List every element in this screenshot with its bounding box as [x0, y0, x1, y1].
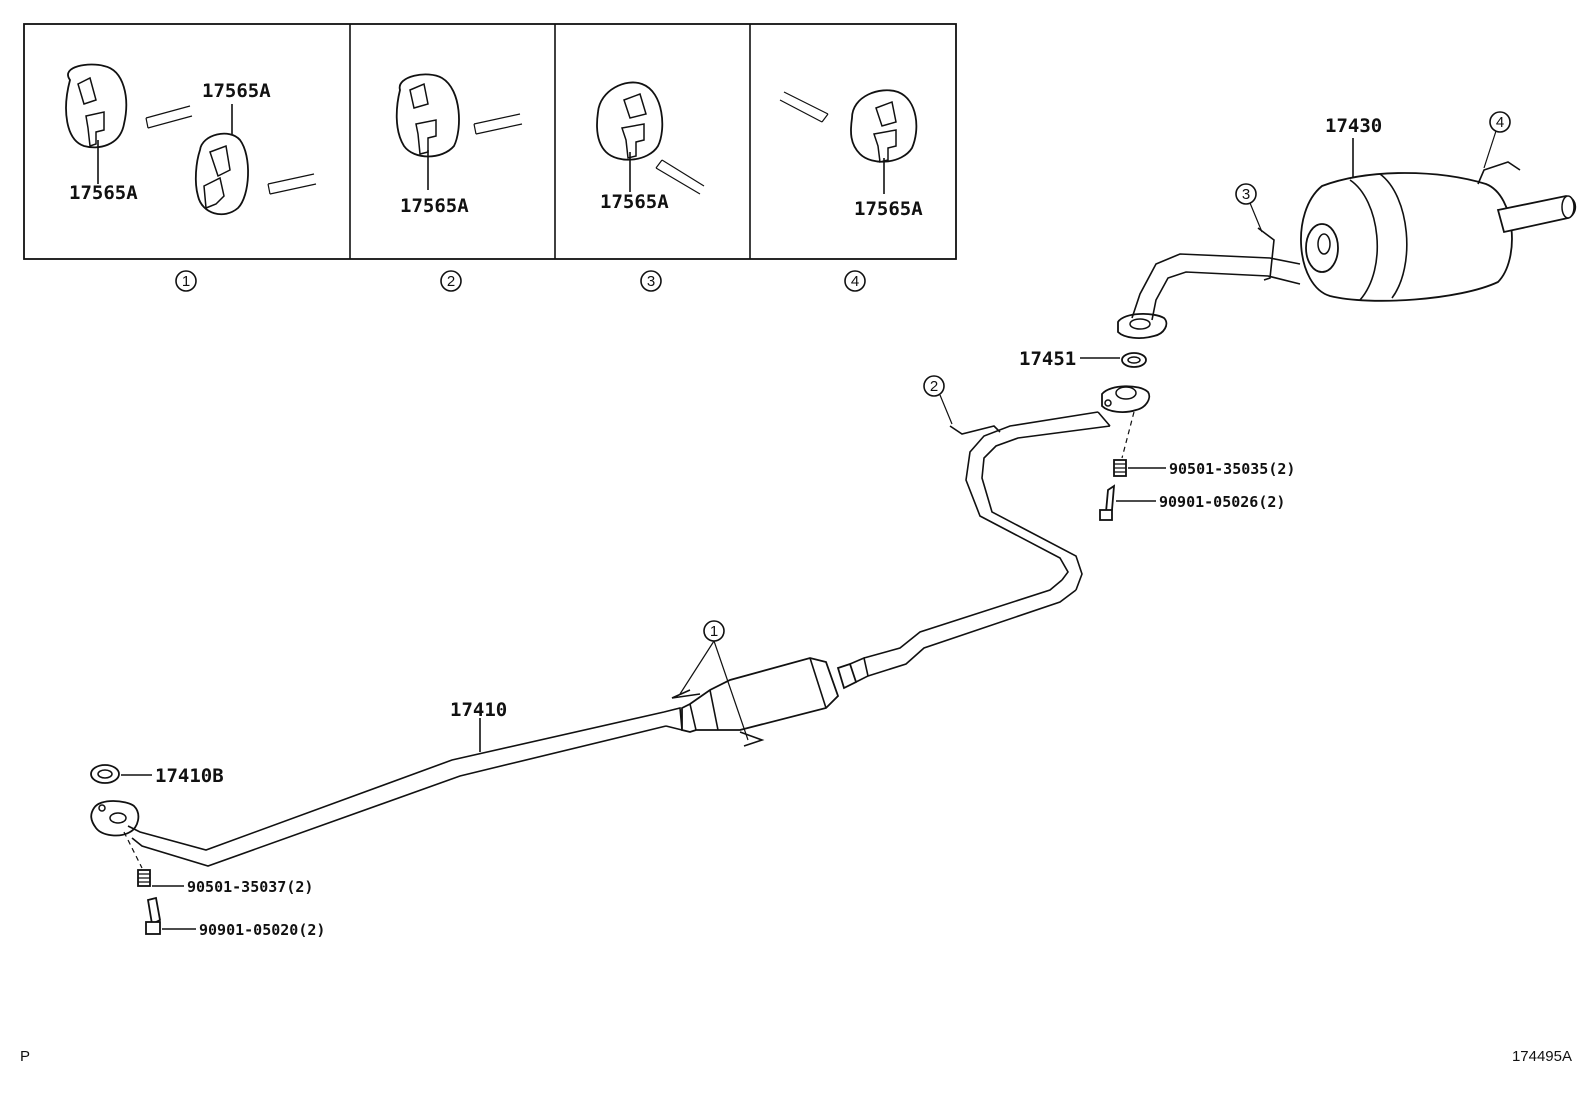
callout-2: 2 [923, 375, 953, 425]
rubber-hanger-icon [395, 73, 460, 158]
svg-text:2: 2 [447, 273, 455, 290]
center-pipe-flange [1101, 385, 1151, 413]
part-number-17430: 17430 [1325, 115, 1382, 137]
hanger-panel-2: 17565A [395, 73, 523, 217]
hanger-bracket-1 [671, 689, 765, 747]
rear-bolt [1099, 484, 1116, 521]
rear-gasket [1121, 352, 1147, 368]
svg-text:3: 3 [1242, 186, 1250, 203]
rear-spring [1113, 459, 1127, 477]
rubber-hanger-icon [65, 63, 128, 149]
hanger-panel-4: 17565A [779, 89, 923, 220]
part-number-17565A: 17565A [600, 191, 669, 213]
svg-text:4: 4 [1496, 114, 1504, 131]
illustration-number: 174495A [1512, 1048, 1572, 1065]
part-number-17410B: 17410B [155, 765, 224, 787]
part-number-17410: 17410 [450, 699, 507, 721]
panel-callout-4: 4 [844, 270, 866, 292]
panel-callout-3: 3 [640, 270, 662, 292]
tail-pipe [1117, 253, 1301, 339]
rubber-hanger-icon [194, 132, 249, 216]
svg-text:4: 4 [851, 273, 859, 290]
hanger-panel-1: 17565A 17565A [65, 63, 317, 216]
front-spring [137, 869, 151, 887]
hanger-inset-panel [23, 23, 957, 260]
part-number-17565A: 17565A [400, 195, 469, 217]
part-number-17565A: 17565A [69, 182, 138, 204]
part-number-17451: 17451 [1019, 348, 1076, 370]
part-number-90901-05026: 90901-05026(2) [1159, 493, 1285, 511]
front-exhaust-pipe [90, 706, 683, 867]
panel-callout-2: 2 [440, 270, 462, 292]
hanger-panel-3: 17565A [596, 81, 705, 213]
svg-text:3: 3 [647, 273, 655, 290]
panel-callout-1: 1 [175, 270, 197, 292]
hanger-bracket-2 [949, 425, 1001, 435]
svg-text:1: 1 [710, 623, 718, 640]
footer-left-code: P [20, 1048, 30, 1065]
rubber-hanger-icon [850, 89, 918, 163]
svg-text:2: 2 [930, 378, 938, 395]
muffler [1300, 172, 1577, 302]
part-number-90501-35037: 90501-35037(2) [187, 878, 313, 896]
hanger-bracket-4 [1477, 161, 1521, 185]
callout-3: 3 [1235, 183, 1263, 233]
part-number-17565A: 17565A [202, 80, 271, 102]
catalytic-converter [681, 411, 1111, 733]
rubber-hanger-icon [596, 81, 664, 161]
callout-1: 1 [679, 620, 749, 741]
part-number-17565A: 17565A [854, 198, 923, 220]
callout-4: 4 [1483, 111, 1511, 169]
part-number-90901-05020: 90901-05020(2) [199, 921, 325, 939]
svg-text:1: 1 [182, 273, 190, 290]
part-number-90501-35035: 90501-35035(2) [1169, 460, 1295, 478]
front-gasket [90, 764, 120, 784]
front-bolt [145, 896, 162, 935]
hanger-bracket-3 [1257, 227, 1275, 281]
